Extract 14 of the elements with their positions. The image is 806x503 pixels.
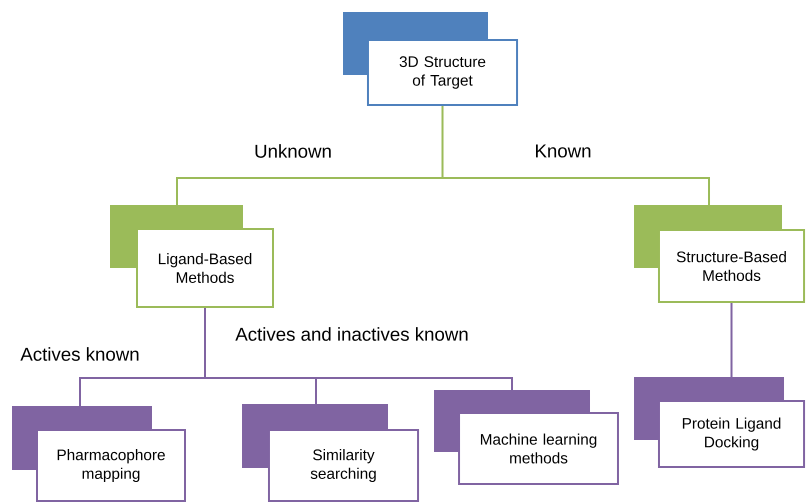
edge-label: Known bbox=[533, 143, 593, 159]
method-box: Machine learning methods bbox=[434, 390, 619, 485]
method-box: Protein Ligand Docking bbox=[634, 377, 806, 468]
edge-label: Unknown bbox=[252, 142, 334, 160]
connector-line bbox=[730, 303, 732, 377]
method-box: Pharmacophore mapping bbox=[12, 406, 186, 502]
method-box: Ligand-Based Methods bbox=[110, 205, 274, 308]
method-box: Similarity searching bbox=[242, 404, 420, 502]
method-box: Structure-Based Methods bbox=[634, 205, 806, 303]
connector-line bbox=[442, 106, 710, 205]
branch-label: Actives and inactives known bbox=[234, 326, 470, 342]
branch-label: Actives known bbox=[19, 346, 141, 362]
method-box: 3D Structure of Target bbox=[343, 12, 518, 106]
connector-line bbox=[204, 308, 513, 390]
